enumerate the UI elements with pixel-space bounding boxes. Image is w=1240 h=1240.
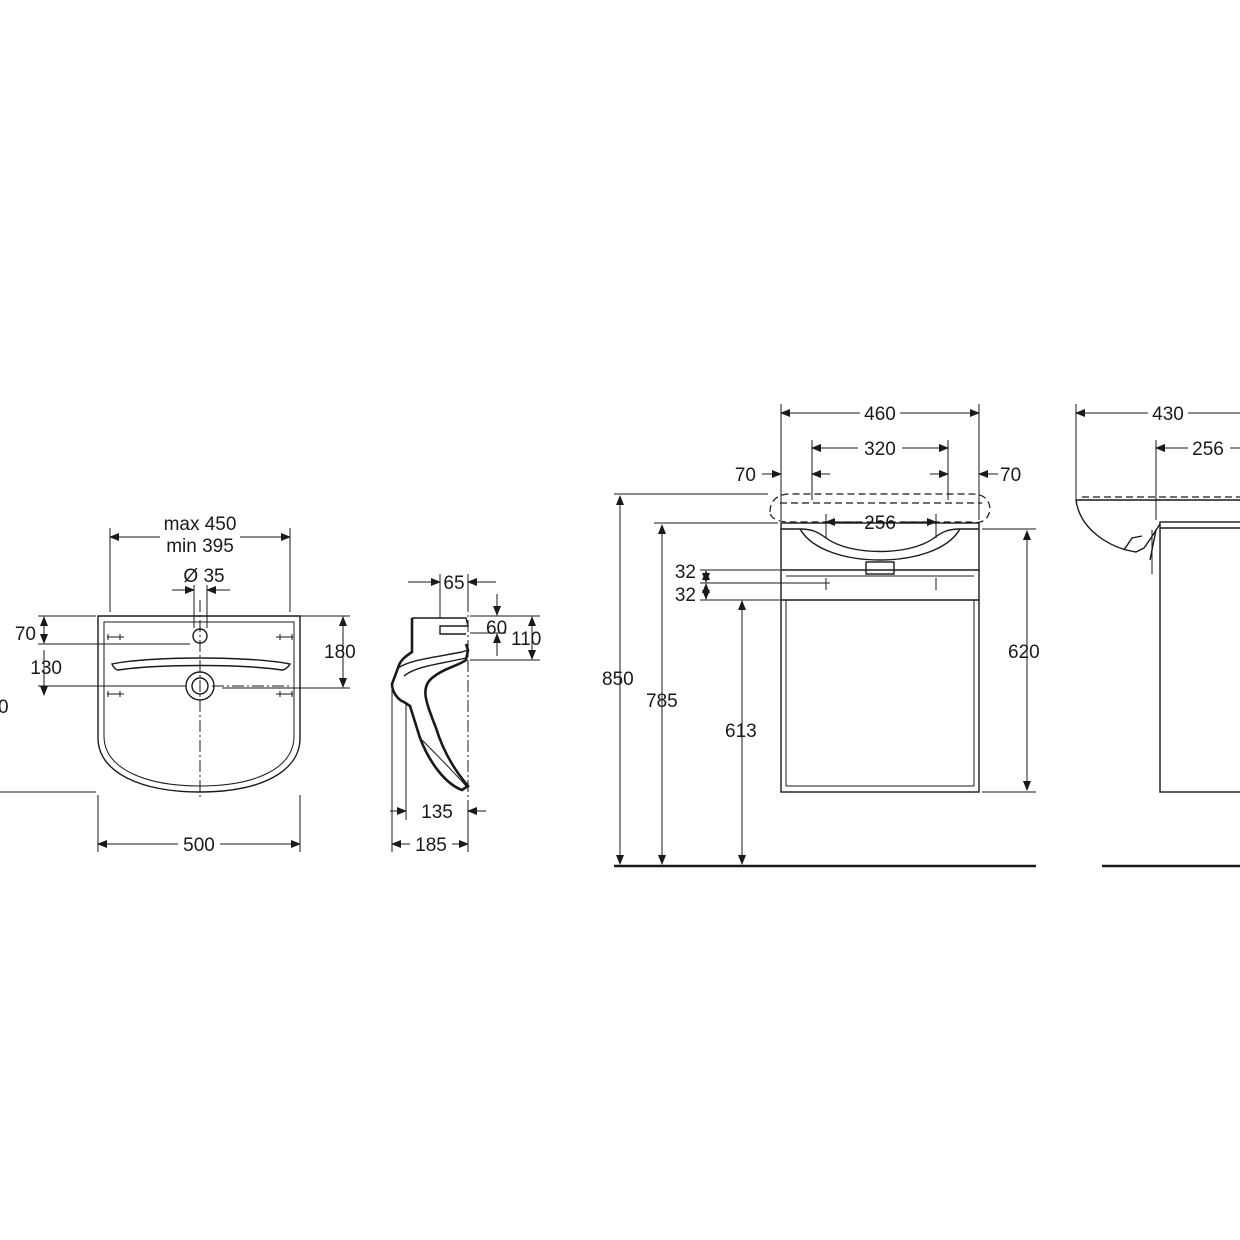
hole-gap-lower-label: 32 <box>675 585 696 606</box>
hole-height-label: 613 <box>725 721 757 742</box>
right-offset-label: 70 <box>1000 465 1021 486</box>
basin-width-label: 460 <box>864 404 896 425</box>
hole-to-overflow-label: 130 <box>30 658 62 679</box>
fixing-height-label: 180 <box>324 642 356 663</box>
cabinet-front-view: 460 320 70 70 256 32 32 850 785 613 <box>602 404 1040 868</box>
side-basin-profile <box>1075 499 1240 553</box>
overflow-ring-inner <box>191 677 209 695</box>
fixing-slot-top-left <box>107 634 124 640</box>
overall-width-label: 500 <box>183 835 215 856</box>
cabinet-top-height-label: 785 <box>646 691 678 712</box>
side-hole-offset-label: 256 <box>1192 439 1224 460</box>
cabinet-side-view: 430 256 <box>1075 404 1240 868</box>
tap-width-min-label: min 395 <box>166 536 234 557</box>
basin-side-inner <box>419 737 467 787</box>
basin-inner-outline <box>103 621 295 787</box>
tap-hole-label: Ø 35 <box>183 566 224 587</box>
cabinet-top-cutout <box>781 528 979 553</box>
side-basin-trap <box>1123 529 1157 561</box>
trap-depth-label: 135 <box>421 802 453 823</box>
top-depth-label: 65 <box>443 573 464 594</box>
basin-side-front <box>412 617 469 635</box>
basin-bowl-front <box>799 528 961 561</box>
cabinet-height-label: 620 <box>1008 642 1040 663</box>
hole-gap-upper-label: 32 <box>675 562 696 583</box>
drop-upper-label: 60 <box>486 618 507 639</box>
rim-to-hole-label: 70 <box>15 624 36 645</box>
waste-outlet <box>865 561 895 575</box>
tap-width-label: max 450 <box>164 514 237 535</box>
cabinet-body <box>780 522 980 793</box>
drop-total-label: 110 <box>511 629 541 650</box>
left-offset-label: 70 <box>735 465 756 486</box>
partial-left-label: 0 <box>0 697 9 718</box>
fixing-slot-top-right <box>276 634 293 640</box>
fixing-slot-bottom-left <box>107 691 124 697</box>
basin-plan-view: max 450 min 395 Ø 35 70 130 0 180 500 <box>0 514 356 856</box>
basin-side-back <box>390 618 470 792</box>
side-depth-label: 430 <box>1152 404 1184 425</box>
cabinet-hole-spacing-label: 256 <box>864 513 896 534</box>
side-cabinet-body <box>1159 521 1240 793</box>
overall-depth-label: 185 <box>415 835 447 856</box>
basin-dashed-outline <box>769 493 991 524</box>
basin-side-view: 65 60 110 135 185 <box>390 573 541 856</box>
total-height-label: 850 <box>602 669 634 690</box>
basin-bowl-rim <box>111 657 292 671</box>
fixing-slot-bottom-right <box>276 691 293 697</box>
hole-spacing-label: 320 <box>864 439 896 460</box>
